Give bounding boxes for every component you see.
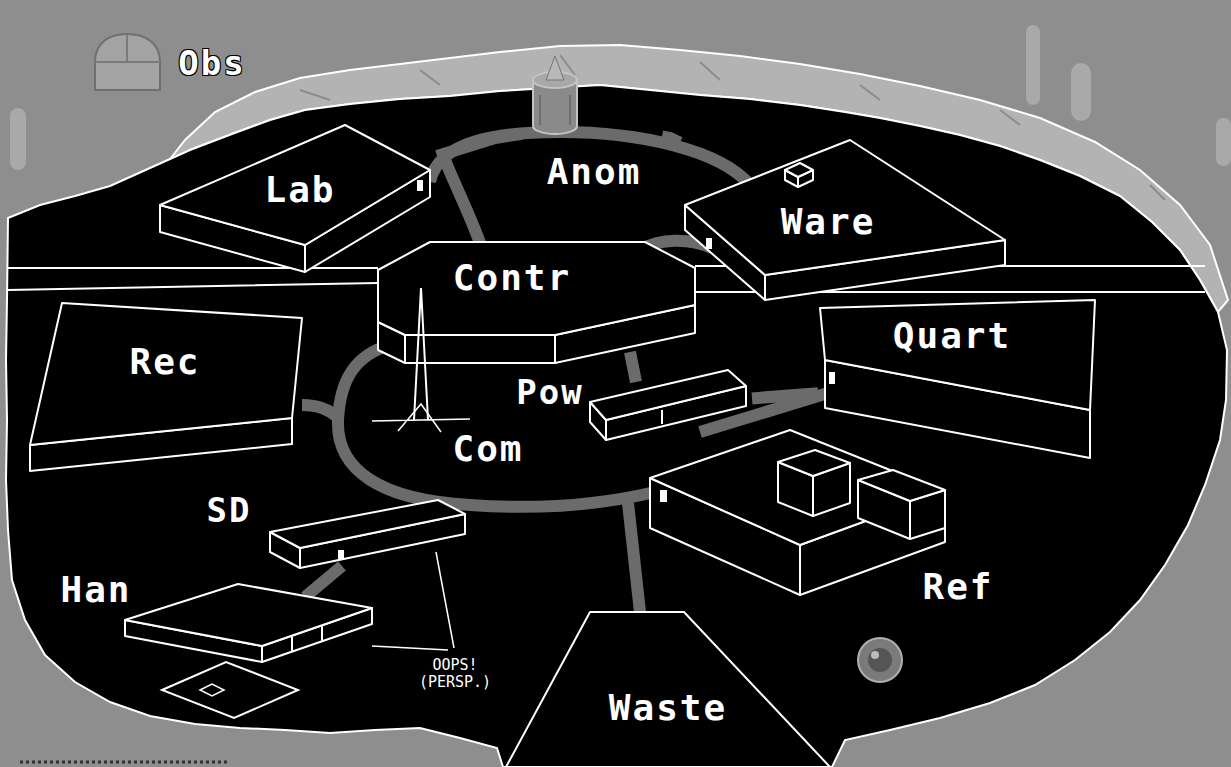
road <box>445 160 480 243</box>
road-connector <box>662 136 680 142</box>
rock-pillar <box>10 108 26 170</box>
hangar-building: Han <box>50 572 380 724</box>
building-label: Pow <box>516 375 583 409</box>
building-drawing <box>820 300 1095 458</box>
plateau <box>6 85 1227 767</box>
supply-depot-building: SD <box>196 492 468 574</box>
door <box>706 238 712 249</box>
landing-pad <box>162 662 298 718</box>
tower-spire <box>546 56 564 80</box>
building-roof <box>785 163 813 177</box>
building-roof <box>590 370 746 420</box>
road <box>628 503 640 612</box>
building-roof <box>820 300 1095 410</box>
road <box>630 352 636 382</box>
door <box>417 180 423 191</box>
building-roof <box>270 500 465 548</box>
building-label: Com <box>452 431 523 467</box>
building-label: SD <box>207 493 252 527</box>
building-drawing <box>30 303 302 471</box>
building-roof <box>30 303 302 445</box>
refinery-building: Ref <box>645 424 1007 606</box>
building-side <box>405 335 555 363</box>
building-label: Lab <box>264 172 335 208</box>
building-label: Contr <box>453 260 571 296</box>
building-drawing <box>378 242 695 363</box>
door <box>660 490 667 502</box>
waste-area <box>506 612 830 767</box>
building-drawing <box>125 584 372 718</box>
door <box>829 372 835 384</box>
lab-building: Lab <box>155 118 437 278</box>
building-label: Waste <box>609 690 727 726</box>
building-label: Han <box>60 572 131 608</box>
building-label: Ref <box>922 569 993 605</box>
warehouse-building: Ware <box>680 133 1010 305</box>
building-drawing <box>372 288 470 432</box>
building-shape <box>374 238 700 368</box>
dome-seam <box>95 34 160 62</box>
rover-body <box>858 638 902 682</box>
building-drawing <box>685 140 1005 300</box>
building-label: Rec <box>129 344 200 380</box>
rock-pillar <box>1216 118 1231 166</box>
dotted-line <box>20 761 230 764</box>
building-label: Quart <box>893 318 1011 354</box>
building-roof <box>160 125 430 245</box>
rover-core <box>868 648 892 672</box>
comms-antenna: Com <box>368 284 530 468</box>
building-label: Obs <box>178 46 245 80</box>
rover-light <box>871 651 879 659</box>
building-label: Anom <box>547 154 642 190</box>
building-drawing <box>650 430 945 595</box>
building-shape <box>26 300 306 476</box>
dome <box>95 34 160 90</box>
recreation-building: Rec <box>26 300 306 476</box>
building-drawing <box>160 125 430 272</box>
note-label: OOPS! (PERSP.) <box>413 657 497 692</box>
building-drawing <box>270 500 465 568</box>
building-roof <box>778 450 850 476</box>
antenna-mast <box>414 288 428 420</box>
tower-rib <box>540 95 570 125</box>
antenna-base <box>372 404 470 432</box>
rock-pillar <box>1026 25 1040 105</box>
rock-pillar <box>1071 63 1091 121</box>
building-label: Ware <box>781 204 876 240</box>
building-drawing <box>95 34 160 90</box>
waste-zone: Waste <box>500 606 836 767</box>
road <box>302 405 338 418</box>
anomaly-tower: Anom <box>522 52 662 194</box>
road-connector <box>437 134 522 156</box>
leader-line <box>372 552 454 650</box>
door <box>338 550 344 560</box>
observatory: Obs <box>88 32 263 96</box>
hangar-bay <box>292 625 322 652</box>
building-roof <box>125 584 372 646</box>
door <box>661 410 663 424</box>
building-drawing <box>533 56 577 134</box>
control-building: Contr <box>374 238 700 368</box>
rover-icon <box>858 638 902 682</box>
road-connector <box>752 393 818 398</box>
building-shape <box>500 606 836 767</box>
road <box>305 566 342 597</box>
building-roof <box>378 242 695 335</box>
building-drawing <box>506 612 830 767</box>
pad-marker <box>200 684 224 696</box>
building-drawing <box>590 370 746 440</box>
building-roof <box>650 430 945 545</box>
power-building: Pow <box>512 368 752 448</box>
building-roof <box>858 470 945 501</box>
quarters-building: Quart <box>818 296 1098 468</box>
building-roof <box>685 140 1005 275</box>
